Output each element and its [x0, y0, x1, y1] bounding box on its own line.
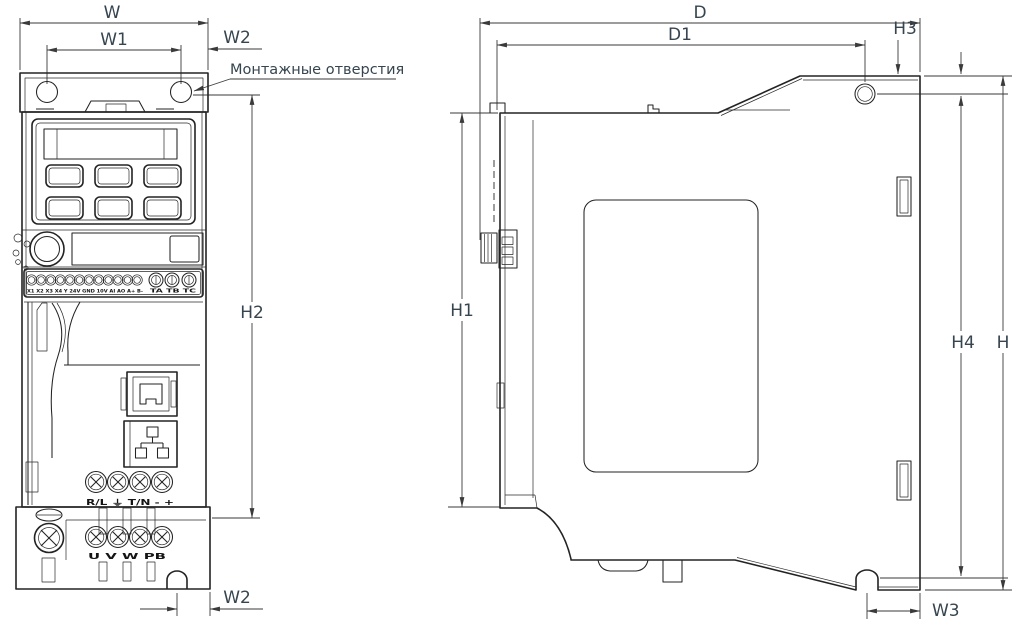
bottom-tab [662, 559, 683, 583]
dim-h-label: H [997, 333, 1010, 353]
keypad-button [143, 164, 182, 188]
mid-section [24, 301, 203, 505]
top-clip [647, 104, 660, 113]
front-body: X1 X2 X3 X4 Y 24V GND 10V AI AO A+ B- TA… [12, 111, 207, 508]
dim-h2-label: H2 [240, 303, 264, 323]
rj45-port [120, 371, 178, 417]
mounting-holes-annotation: Монтажные отверстия [193, 62, 404, 92]
dim-w3-label: W3 [932, 601, 960, 621]
network-icon-box [123, 420, 178, 468]
dimension-h2: H2 [193, 94, 269, 519]
vent-slot-top [896, 176, 912, 217]
dimension-d1: D1 [496, 25, 866, 110]
dim-w1-label: W1 [100, 30, 128, 50]
dim-h3-label: H3 [893, 19, 917, 39]
dimension-h1: H1 [443, 112, 500, 508]
power-output-label: U V W PB [88, 552, 167, 561]
slot-cover [169, 235, 200, 263]
dim-h1-label: H1 [450, 301, 474, 321]
dim-d-label: D [693, 3, 706, 23]
keypad-button [143, 196, 182, 220]
side-outline [499, 75, 921, 591]
side-knob [480, 229, 518, 269]
ground-screw [33, 508, 65, 583]
dimension-w: W [19, 3, 209, 70]
bottom-bump [597, 559, 649, 572]
knob-row [12, 229, 206, 271]
mounting-hole-left [35, 80, 59, 104]
network-topology-icon [134, 426, 170, 459]
side-view: D D1 H3 H1 H4 [443, 3, 1018, 621]
rj45-jack-icon [139, 383, 163, 405]
keypad-panel [31, 118, 196, 225]
dimension-w3: W3 [866, 593, 960, 621]
keypad-button [45, 164, 84, 188]
vent-slot-bottom [896, 460, 912, 501]
mounting-holes-text: Монтажные отверстия [230, 62, 404, 78]
bottom-cover: U V W PB [15, 506, 211, 590]
power-input-label: R/L ⏚ T/N - + [86, 498, 174, 507]
control-terminals-label: X1 X2 X3 X4 Y 24V GND 10V AI AO A+ B- [27, 289, 143, 295]
keypad-button [45, 196, 84, 220]
bottom-mounting-notch [166, 570, 188, 589]
side-profile [480, 75, 921, 591]
dimension-w2-bottom: W2 [140, 588, 263, 616]
dim-w2-bottom-label: W2 [223, 588, 251, 608]
power-input-terminals: R/L ⏚ T/N - + [84, 470, 174, 507]
front-clip [496, 382, 505, 409]
mounting-flange [19, 72, 209, 113]
cable-clamp [50, 302, 63, 458]
dimension-h: H [925, 75, 1018, 591]
power-output-terminals: U V W PB [84, 525, 174, 582]
dimension-w2-top: W2 [207, 28, 262, 52]
keypad-button [94, 196, 133, 220]
io-terminal-strip: X1 X2 X3 X4 Y 24V GND 10V AI AO A+ B- TA… [23, 268, 204, 298]
relay-terminals-label: TA TB TC [150, 289, 197, 295]
mounting-hole-right [169, 80, 193, 104]
dim-h4-label: H4 [951, 333, 975, 353]
keypad-button [94, 164, 133, 188]
nameplate [583, 199, 759, 473]
dimension-h3: H3 [877, 19, 1012, 95]
dim-w-label: W [104, 3, 121, 23]
dim-w2-top-label: W2 [223, 28, 251, 48]
potentiometer-knob [29, 231, 65, 267]
display [43, 128, 178, 160]
dimension-h4: H4 [880, 95, 1008, 579]
front-view: W W1 W2 Монтажные отверстия H2 [12, 3, 404, 616]
dim-d1-label: D1 [668, 25, 692, 45]
dimension-d: D [479, 3, 921, 240]
dimension-w1: W1 [46, 30, 182, 84]
rear-mounting-hole [854, 83, 876, 105]
